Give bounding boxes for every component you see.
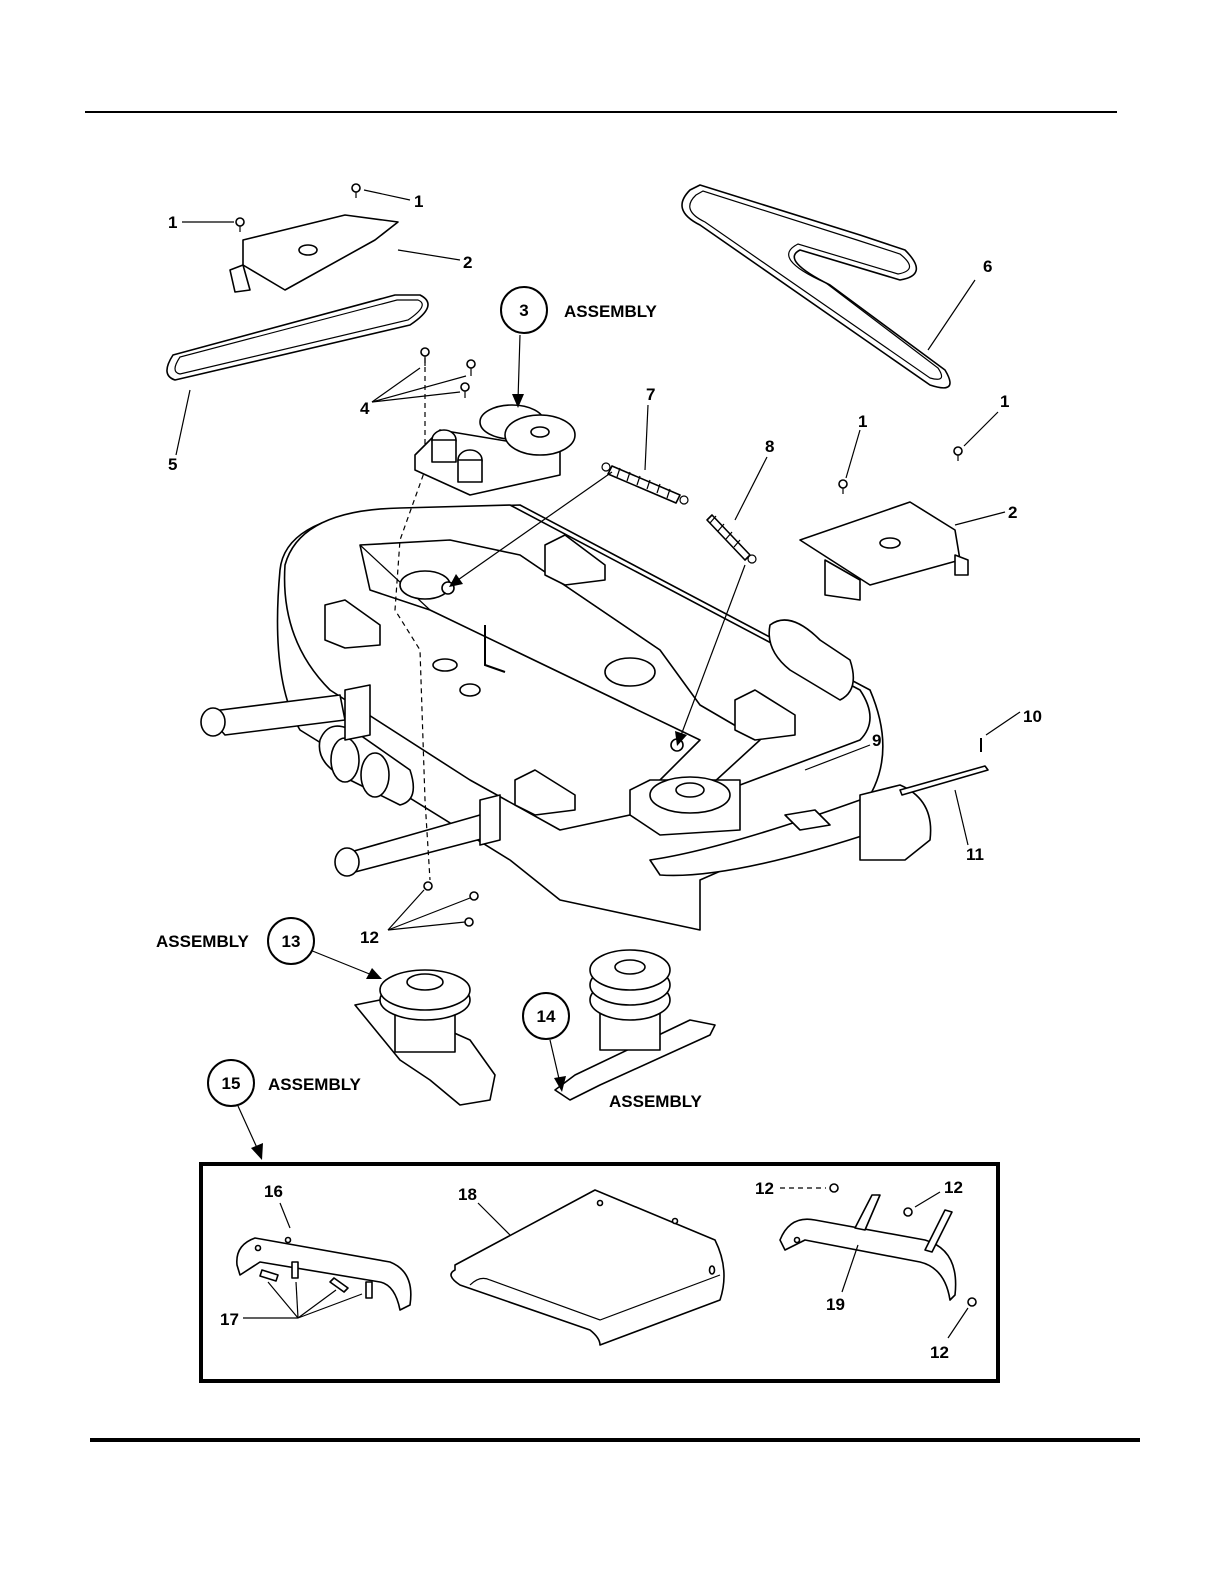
belt-part-6 xyxy=(682,185,950,388)
nut-part-12-a xyxy=(424,882,432,890)
bolt-part-4-c xyxy=(461,383,469,398)
belt-part-5 xyxy=(167,295,428,380)
callout-13-number: 13 xyxy=(282,932,301,951)
label-part-1-right-b: 1 xyxy=(1000,392,1009,411)
label-part-12-deck: 12 xyxy=(360,928,379,947)
callout-14-assembly-text: ASSEMBLY xyxy=(609,1092,703,1111)
spring-part-8 xyxy=(707,515,756,563)
callout-3-assembly-text: ASSEMBLY xyxy=(564,302,658,321)
label-part-2-right: 2 xyxy=(1008,503,1017,522)
screw-part-1-right-a xyxy=(839,480,847,494)
pulley-assembly-part-3 xyxy=(415,405,575,495)
spindle-assembly-part-13 xyxy=(355,970,495,1105)
label-part-17: 17 xyxy=(220,1310,239,1329)
screw-part-1-top xyxy=(352,184,360,198)
nut-part-12-inset-b xyxy=(904,1208,912,1216)
mower-deck-housing xyxy=(201,505,931,930)
label-part-12-inset-b: 12 xyxy=(944,1178,963,1197)
nut-part-12-b xyxy=(470,892,478,900)
label-part-1-top: 1 xyxy=(414,192,423,211)
callout-assembly-3: 3 ASSEMBLY xyxy=(501,287,658,333)
bolt-part-4-a xyxy=(421,348,429,366)
label-part-8: 8 xyxy=(765,437,774,456)
callout-13-assembly-text: ASSEMBLY xyxy=(156,932,250,951)
label-part-11: 11 xyxy=(966,845,984,864)
label-part-18: 18 xyxy=(458,1185,477,1204)
label-part-2-left: 2 xyxy=(463,253,472,272)
nut-part-12-inset-c xyxy=(968,1298,976,1306)
label-part-12-inset-a: 12 xyxy=(755,1179,774,1198)
label-part-9: 9 xyxy=(872,731,881,750)
label-part-1-top-left: 1 xyxy=(168,213,177,232)
deflector-part-18 xyxy=(451,1190,724,1345)
callout-14-number: 14 xyxy=(537,1007,556,1026)
bolt-part-4-b xyxy=(467,360,475,376)
label-part-10: 10 xyxy=(1023,707,1042,726)
bracket-part-19 xyxy=(780,1195,956,1300)
belt-cover-part-2-right xyxy=(800,502,968,600)
callout-assembly-13: 13 ASSEMBLY xyxy=(156,918,314,964)
label-part-6: 6 xyxy=(983,257,992,276)
screw-part-1-right-b xyxy=(954,447,962,461)
nut-part-12-c xyxy=(465,918,473,926)
belt-cover-part-2-left xyxy=(230,215,398,292)
label-part-1-right-a: 1 xyxy=(858,412,867,431)
label-part-19: 19 xyxy=(826,1295,845,1314)
label-part-5: 5 xyxy=(168,455,177,474)
callout-3-number: 3 xyxy=(519,301,528,320)
label-part-12-inset-c: 12 xyxy=(930,1343,949,1362)
label-part-4: 4 xyxy=(360,399,370,418)
rod-part-11 xyxy=(900,766,988,795)
nut-part-12-inset-a xyxy=(830,1184,838,1192)
screw-part-1-top-left xyxy=(236,218,244,232)
callout-15-assembly-text: ASSEMBLY xyxy=(268,1075,362,1094)
callout-assembly-15: 15 ASSEMBLY xyxy=(208,1060,362,1106)
label-part-16: 16 xyxy=(264,1182,283,1201)
callout-15-number: 15 xyxy=(222,1074,241,1093)
label-part-7: 7 xyxy=(646,385,655,404)
spindle-assembly-part-14 xyxy=(555,950,715,1100)
